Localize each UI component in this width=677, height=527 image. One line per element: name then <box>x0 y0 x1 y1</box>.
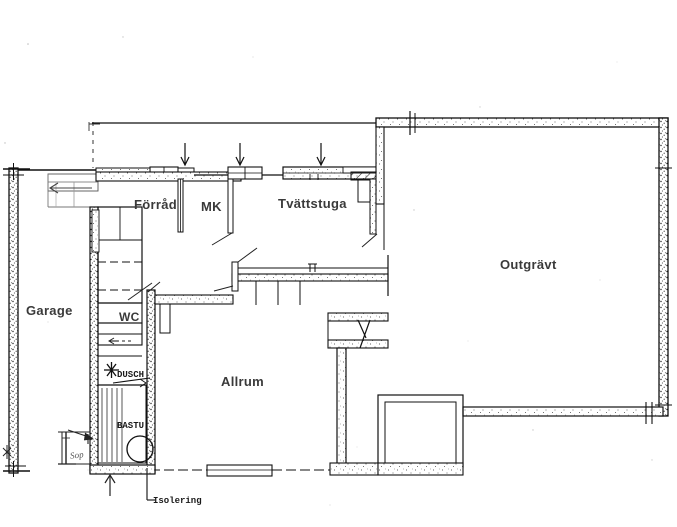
room-label-outgravt: Outgrävt <box>500 257 557 272</box>
isolering-leader <box>146 468 155 501</box>
closet-left-notch <box>91 209 100 253</box>
room-label-wc: WC <box>119 310 140 324</box>
door-swing-lines <box>211 232 378 248</box>
wall-endcap-left-bottom <box>3 461 30 477</box>
leader-lines-allrum <box>213 247 258 292</box>
sop-detail <box>58 429 95 465</box>
sauna-stove-icon <box>126 435 154 463</box>
window-arrow-forrad <box>180 143 190 167</box>
garage-door-recess <box>47 173 100 208</box>
wall-allrum-center-vertical <box>336 347 347 467</box>
upper-closet <box>97 206 143 304</box>
wall-top-mk <box>227 166 263 180</box>
entry-arrow-bastu <box>104 473 116 496</box>
asterisk-mark-left <box>2 445 12 459</box>
partition-forrad-mk <box>177 178 184 233</box>
room-label-tvattstuga: Tvättstuga <box>278 196 347 211</box>
entry-arrow-garage <box>48 182 92 194</box>
annotation-bastu: BASTU <box>117 421 145 431</box>
annotation-dusch: DUSCH <box>117 370 145 380</box>
inner-pit-room <box>377 394 464 468</box>
annotation-isolering: Isolering <box>153 496 202 506</box>
partition-mk-tvatt <box>227 178 234 234</box>
room-label-garage: Garage <box>26 303 73 318</box>
dashed-guide-top <box>88 122 100 168</box>
outgravt-walls <box>375 117 669 417</box>
wall-endcap-left-top <box>3 163 30 180</box>
wall-allrum-north <box>231 261 389 305</box>
wc-fixture-right <box>156 299 171 334</box>
window-arrow-mk <box>235 143 245 167</box>
bastu-benches <box>97 384 147 464</box>
column-tick-top <box>409 111 416 135</box>
room-label-forrad: Förråd <box>134 197 177 212</box>
room-label-mk: MK <box>201 199 222 214</box>
exterior-wall-left <box>8 167 19 474</box>
partition-tvatt-right <box>369 178 377 235</box>
column-tick-bottom <box>645 402 653 424</box>
wall-joint-ticks-right <box>655 167 672 406</box>
leader-line-closet <box>127 282 153 301</box>
wall-allrum-south <box>150 462 464 477</box>
room-label-allrum: Allrum <box>221 374 264 389</box>
stair-block <box>327 312 389 349</box>
window-arrow-tvattstuga <box>316 143 326 167</box>
annotation-sop: Sop <box>69 449 85 461</box>
wall-right-of-wc <box>147 281 234 305</box>
wall-band-forrad <box>95 171 242 182</box>
dusch-symbol <box>104 362 119 378</box>
dusch-door-line <box>98 355 151 388</box>
wc-room <box>97 302 143 346</box>
